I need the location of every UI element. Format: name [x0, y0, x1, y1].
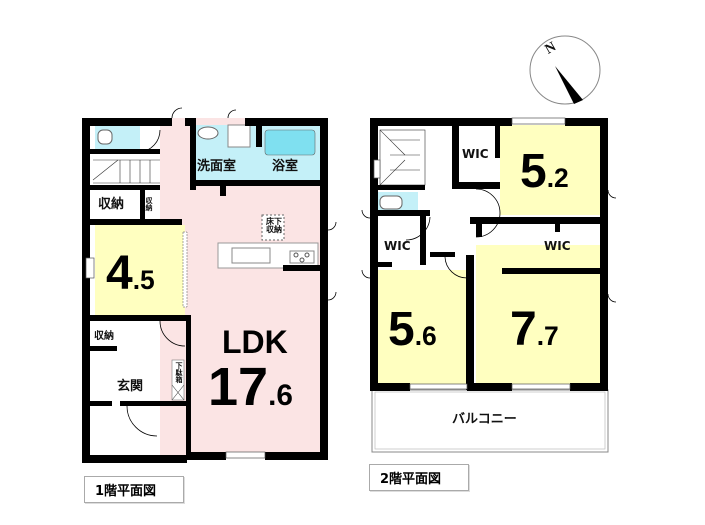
bathroom-label: 浴室	[272, 159, 299, 174]
compass: N	[525, 34, 603, 106]
entrance-label: 玄関	[117, 379, 144, 394]
floor-2-caption: 2階平面図	[369, 464, 469, 491]
shoe-box-label: 下駄箱	[175, 362, 183, 383]
room-a-size: 5.2	[520, 145, 569, 198]
wic-1-label: WIC	[462, 147, 489, 161]
wic-2-label: WIC	[384, 239, 411, 253]
floor-1-caption: 1階平面図	[84, 476, 184, 503]
compass-north-arrow-icon	[529, 35, 601, 105]
storage-1-label: 収納	[98, 197, 125, 212]
storage-2-label: 収納	[94, 331, 114, 342]
washroom-label: 洗面室	[197, 159, 237, 174]
room-b-size: 5.6	[388, 303, 437, 356]
wic-3-label: WIC	[544, 239, 571, 253]
western-room-size: 4.5	[106, 247, 155, 300]
underfloor-storage-label: 床下 収納	[266, 217, 282, 234]
floor-1-plan: 洗面室 浴室 収納 収納 収納 玄関 下駄箱 床下 収納 4.5 LDK 17.…	[82, 107, 337, 503]
ldk-size: 17.6	[208, 357, 293, 417]
storage-small-label: 収納	[145, 197, 153, 211]
room-c-size: 7.7	[510, 303, 559, 356]
balcony-label: バルコニー	[452, 412, 517, 427]
ldk-label: LDK	[222, 324, 288, 360]
